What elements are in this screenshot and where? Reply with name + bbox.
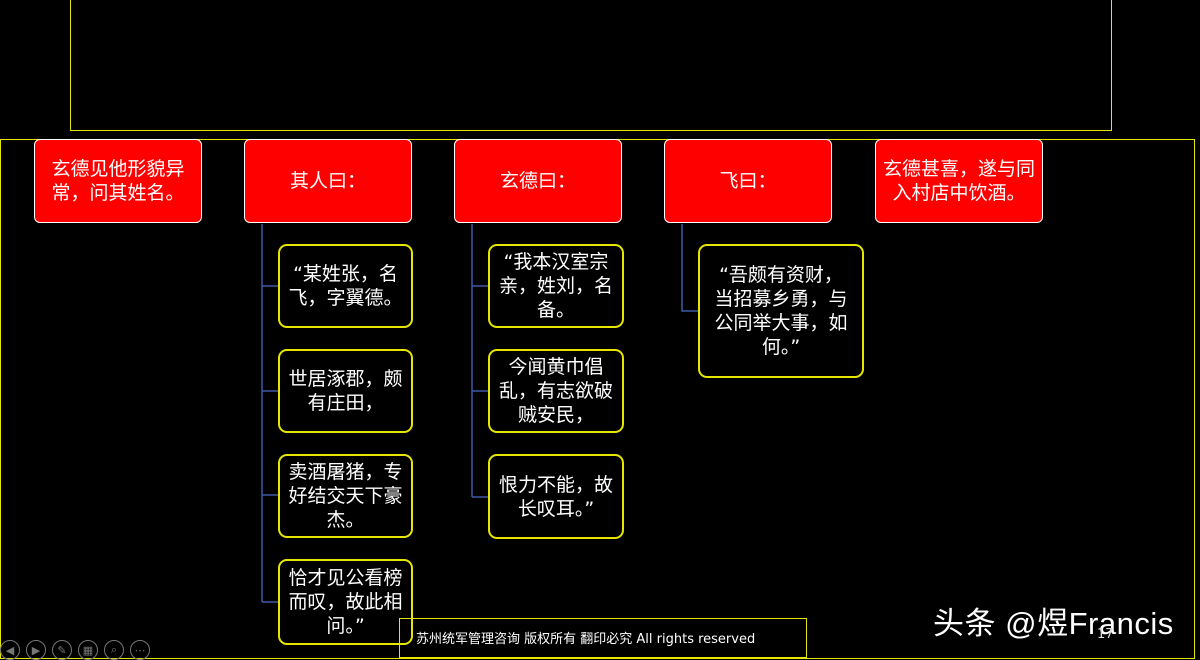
child-fei-1: “吾颇有资财，当招募乡勇，与公同举大事，如何。”: [698, 244, 864, 378]
title-placeholder-frame: [70, 0, 1112, 131]
pen-icon[interactable]: ✎: [52, 640, 72, 660]
watermark: 头条 @煜Francis: [933, 606, 1174, 641]
child-xuande-1: “我本汉室宗亲，姓刘，名备。: [488, 244, 624, 328]
child-xuande-3: 恨力不能，故长叹耳。”: [488, 454, 624, 539]
back-icon[interactable]: ◀: [0, 640, 20, 660]
connector-fei-1: [681, 224, 698, 312]
node-xuande-pleased: 玄德甚喜，遂与同入村店中饮酒。: [875, 139, 1043, 223]
node-xuande-observes: 玄德见他形貌异常，问其姓名。: [34, 139, 202, 223]
node-xuande-says: 玄德曰：: [454, 139, 622, 223]
page-number: 17: [1097, 627, 1114, 642]
more-icon[interactable]: ⋯: [130, 640, 150, 660]
child-qiren-3: 卖酒屠猪，专好结交天下豪杰。: [278, 454, 413, 538]
child-qiren-2: 世居涿郡，颇有庄田，: [278, 349, 413, 433]
child-qiren-1: “某姓张，名飞，字翼德。: [278, 244, 413, 328]
copyright-footer: 苏州统军管理咨询 版权所有 翻印必究 All rights reserved: [399, 618, 807, 658]
zoom-icon[interactable]: ⌕: [104, 640, 124, 660]
slideshow-nav: ◀ ▶ ✎ ▦ ⌕ ⋯: [0, 640, 150, 660]
child-qiren-4: 恰才见公看榜而叹，故此相问。”: [278, 559, 413, 645]
node-qiren-says: 其人曰：: [244, 139, 412, 223]
forward-icon[interactable]: ▶: [26, 640, 46, 660]
node-fei-says: 飞曰：: [664, 139, 832, 223]
child-xuande-2: 今闻黄巾倡乱，有志欲破贼安民，: [488, 349, 624, 433]
slides-icon[interactable]: ▦: [78, 640, 98, 660]
